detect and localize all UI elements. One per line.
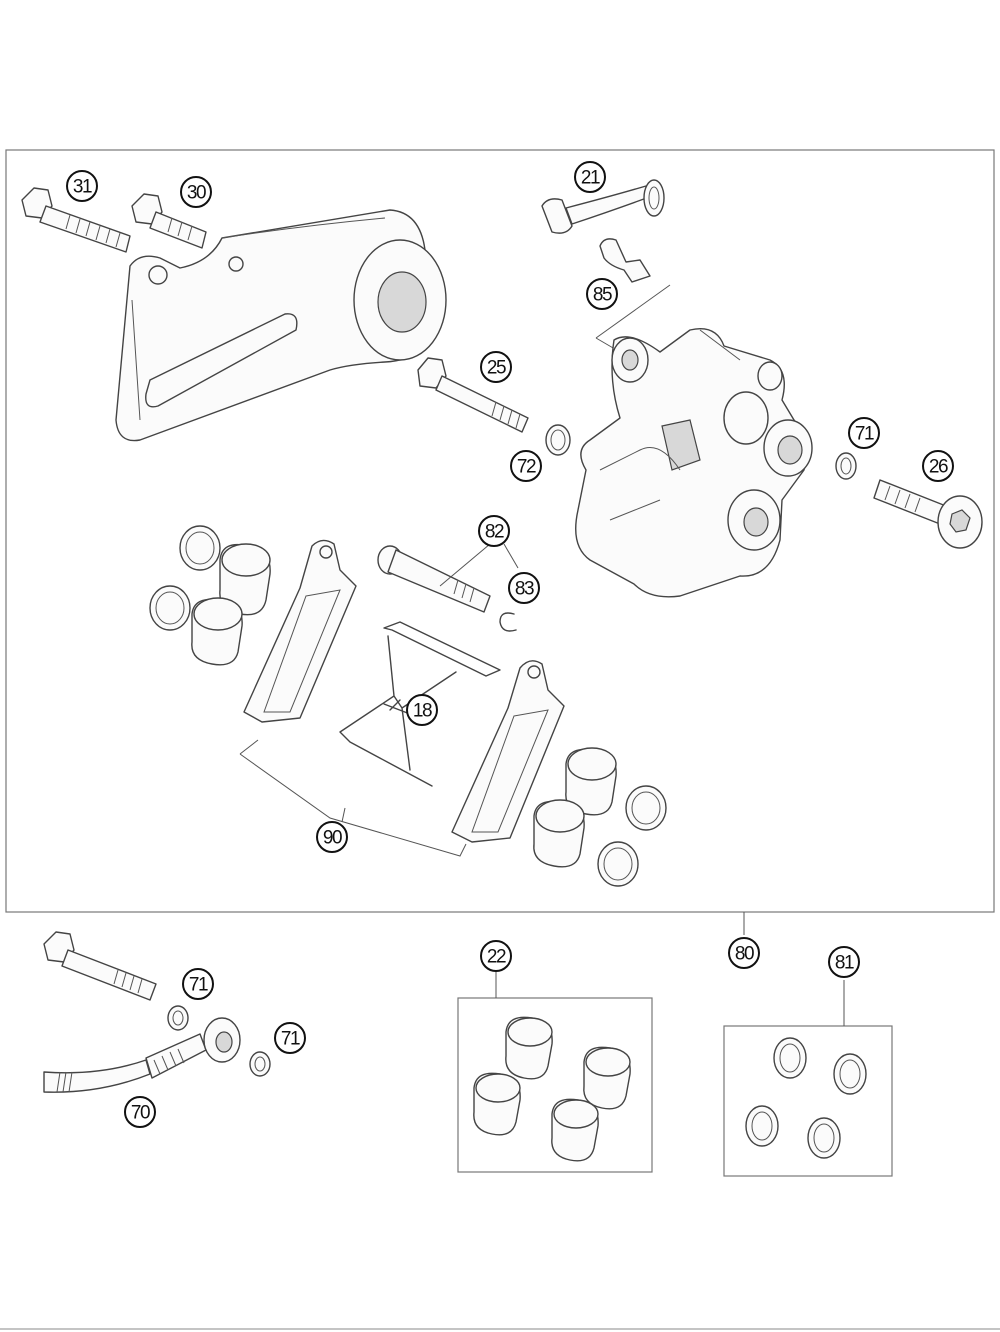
- svg-text:71: 71: [189, 975, 208, 996]
- svg-text:18: 18: [413, 701, 432, 722]
- svg-text:30: 30: [187, 183, 206, 204]
- svg-text:26: 26: [929, 457, 948, 478]
- svg-text:81: 81: [835, 953, 854, 974]
- bolt-25: [417, 357, 529, 433]
- leader-90: [239, 739, 467, 857]
- svg-text:25: 25: [487, 358, 506, 379]
- callout-80: 80: [728, 937, 760, 969]
- svg-text:90: 90: [323, 828, 342, 849]
- brake-pad-left: [243, 539, 357, 723]
- callout-18: 18: [406, 694, 438, 726]
- svg-text:71: 71: [281, 1029, 300, 1050]
- callout-71-lower-b: 71: [274, 1022, 306, 1054]
- callout-81: 81: [828, 946, 860, 978]
- svg-text:71: 71: [855, 424, 874, 445]
- callout-30: 30: [180, 176, 212, 208]
- callout-72: 72: [510, 450, 542, 482]
- callout-83: 83: [508, 572, 540, 604]
- svg-text:85: 85: [593, 285, 612, 306]
- callout-85: 85: [586, 278, 618, 310]
- brake-pad-right: [451, 660, 565, 843]
- svg-text:80: 80: [735, 944, 754, 965]
- washer-72: [545, 424, 571, 456]
- bolt-31: [21, 187, 131, 253]
- svg-text:82: 82: [485, 522, 504, 543]
- callout-26: 26: [922, 450, 954, 482]
- seal-kit-81: [723, 980, 893, 1177]
- callout-31: 31: [66, 170, 98, 202]
- callout-22: 22: [480, 940, 512, 972]
- svg-text:31: 31: [73, 177, 92, 198]
- washer-71-upper: [835, 452, 857, 480]
- caliper-assembly-frame: [5, 149, 995, 913]
- callout-71-lower-a: 71: [182, 968, 214, 1000]
- callout-70: 70: [124, 1096, 156, 1128]
- retaining-clip-83: [499, 612, 517, 632]
- svg-text:72: 72: [517, 457, 536, 478]
- banjo-bolt: [43, 931, 157, 1001]
- caliper-bracket: [115, 209, 447, 442]
- brake-hose-70: [43, 1017, 241, 1093]
- callout-82: 82: [478, 515, 510, 547]
- piston-seal-group-left: [149, 525, 271, 666]
- washer-71-lower-b: [249, 1051, 271, 1077]
- bolt-30: [131, 193, 207, 249]
- piston-kit-22: [457, 972, 653, 1173]
- callout-90: 90: [316, 821, 348, 853]
- svg-text:22: 22: [487, 947, 506, 968]
- washer-71-lower-a: [167, 1005, 189, 1031]
- callout-25: 25: [480, 351, 512, 383]
- bleed-cap-21: [541, 179, 665, 234]
- bleed-screw-85: [595, 238, 671, 353]
- svg-text:83: 83: [515, 579, 534, 600]
- callout-71-upper: 71: [848, 417, 880, 449]
- bolt-26: [873, 479, 983, 549]
- pad-pin-82: [377, 543, 519, 613]
- svg-text:21: 21: [581, 168, 600, 189]
- piston-seal-group-right: [533, 747, 667, 887]
- svg-text:70: 70: [131, 1103, 150, 1124]
- callout-21: 21: [574, 161, 606, 193]
- caliper-body: [575, 328, 813, 598]
